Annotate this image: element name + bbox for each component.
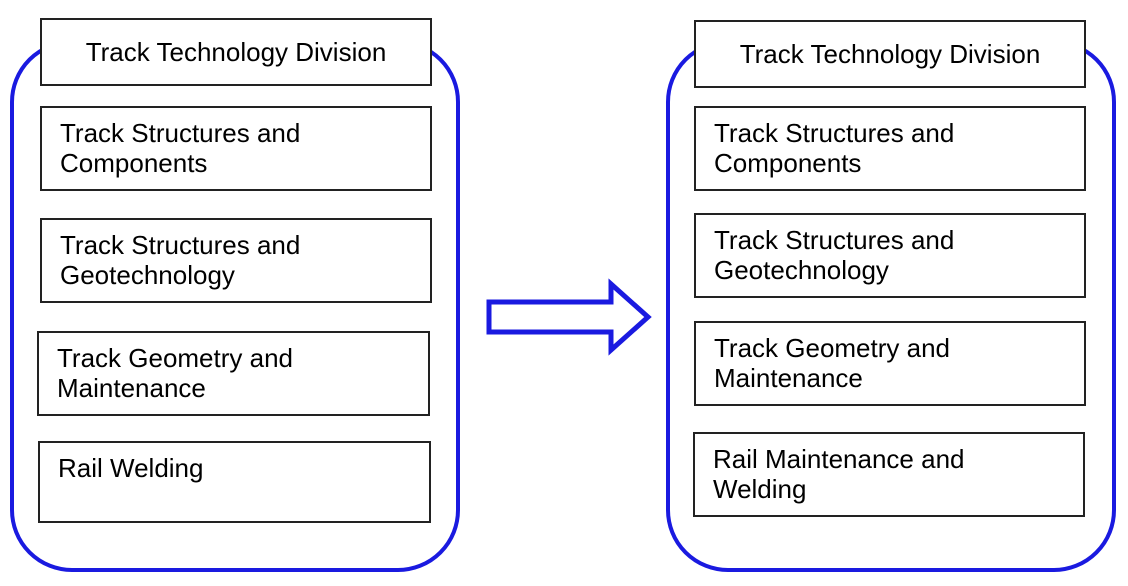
right-arrow-icon	[486, 278, 652, 356]
left-unit-4-line1: Rail Welding	[58, 453, 204, 483]
right-division-title-text: Track Technology Division	[739, 39, 1041, 69]
right-unit-box-3: Track Geometry and Maintenance	[694, 321, 1086, 406]
right-unit-box-2: Track Structures and Geotechnology	[694, 213, 1086, 298]
right-division-title: Track Technology Division	[694, 20, 1086, 88]
arrow-shape	[486, 278, 652, 356]
right-unit-box-1: Track Structures and Components	[694, 106, 1086, 191]
left-unit-box-2: Track Structures and Geotechnology	[40, 218, 432, 303]
left-unit-box-1: Track Structures and Components	[40, 106, 432, 191]
left-unit-3-line2: Maintenance	[57, 373, 206, 403]
right-unit-4-line1: Rail Maintenance and	[713, 444, 965, 474]
left-unit-box-3: Track Geometry and Maintenance	[37, 331, 430, 416]
right-unit-1-line1: Track Structures and	[714, 118, 955, 148]
left-unit-box-4: Rail Welding	[38, 441, 431, 523]
left-division-title-text: Track Technology Division	[85, 37, 387, 67]
right-unit-2-line1: Track Structures and	[714, 225, 955, 255]
right-unit-3-line1: Track Geometry and	[714, 333, 951, 363]
right-unit-4-line2: Welding	[713, 474, 807, 504]
right-unit-3-line2: Maintenance	[714, 363, 863, 393]
right-unit-2-line2: Geotechnology	[714, 255, 889, 285]
left-unit-2-line2: Geotechnology	[60, 260, 235, 290]
left-unit-3-line1: Track Geometry and	[57, 343, 294, 373]
left-unit-1-line2: Components	[60, 148, 208, 178]
left-division-title: Track Technology Division	[40, 18, 432, 86]
left-unit-1-line1: Track Structures and	[60, 118, 301, 148]
left-unit-2-line1: Track Structures and	[60, 230, 301, 260]
right-unit-box-4: Rail Maintenance and Welding	[693, 432, 1085, 517]
right-unit-1-line2: Components	[714, 148, 862, 178]
